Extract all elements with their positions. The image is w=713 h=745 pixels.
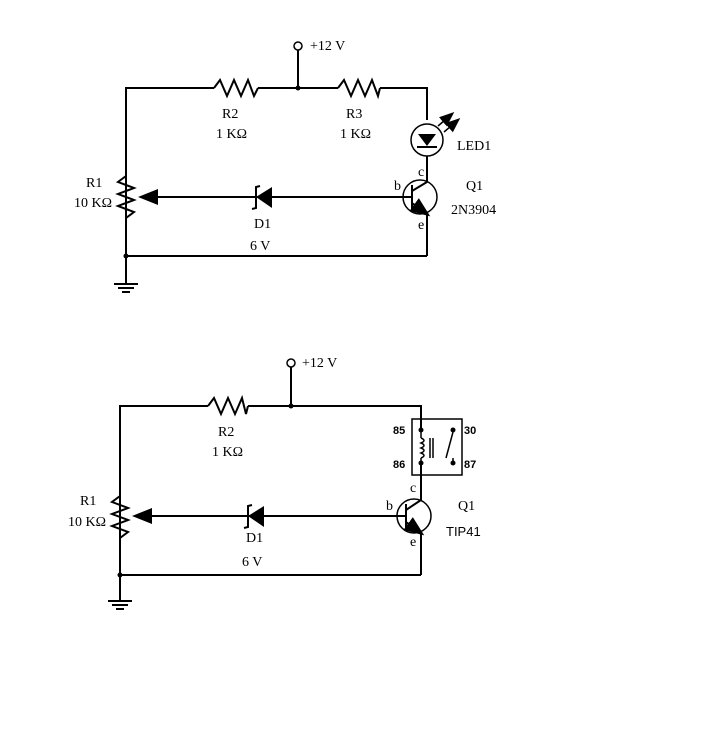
top-q1-name: Q1 xyxy=(466,179,483,194)
top-r2-value: 1 KΩ xyxy=(216,127,247,142)
top-rail-wires xyxy=(125,87,428,256)
top-r1-value: 10 KΩ xyxy=(74,196,112,211)
relay-pin-30: 30 xyxy=(464,425,476,437)
top-q1-pin-c: c xyxy=(418,165,424,180)
bottom-q1-pin-b: b xyxy=(386,499,393,514)
bottom-r2-name: R2 xyxy=(218,425,234,440)
top-transistor-q1: b c e Q1 2N3904 xyxy=(390,165,496,256)
bottom-relay: 85 86 30 87 xyxy=(393,418,476,500)
top-r2-name: R2 xyxy=(222,107,238,122)
bottom-ground-icon xyxy=(108,600,132,610)
top-supply-label: +12 V xyxy=(310,39,345,54)
bottom-potentiometer-r1: R1 10 KΩ xyxy=(68,494,131,539)
top-d1-name: D1 xyxy=(254,217,271,232)
bottom-supply-label: +12 V xyxy=(302,356,337,371)
top-r3-value: 1 KΩ xyxy=(340,127,371,142)
top-r1-name: R1 xyxy=(86,176,102,191)
top-resistor-r3: R3 1 KΩ xyxy=(337,77,381,142)
bottom-q1-pin-e: e xyxy=(410,535,416,550)
top-zener-d1: D1 6 V xyxy=(250,185,272,254)
top-r3-name: R3 xyxy=(346,107,362,122)
bottom-transistor-q1: b c e Q1 TIP41 xyxy=(386,481,481,575)
bottom-d1-value: 6 V xyxy=(242,555,262,570)
relay-pin-86: 86 xyxy=(393,459,405,471)
relay-pin-85: 85 xyxy=(393,425,405,437)
bottom-q1-name: Q1 xyxy=(458,499,475,514)
bottom-resistor-r2: R2 1 KΩ xyxy=(207,394,249,460)
bottom-r2-value: 1 KΩ xyxy=(212,445,243,460)
circuit-bottom: +12 V R2 1 KΩ 85 86 xyxy=(68,356,481,610)
top-supply-terminal: +12 V xyxy=(293,39,345,91)
top-potentiometer-r1: R1 10 KΩ xyxy=(74,175,137,219)
bottom-q1-part: TIP41 xyxy=(446,524,481,539)
bottom-rail-wires xyxy=(119,405,422,575)
top-ground-rail xyxy=(123,218,427,283)
top-d1-value: 6 V xyxy=(250,239,270,254)
circuit-top: +12 V R2 1 KΩ R3 1 KΩ LED1 xyxy=(74,39,496,293)
top-q1-pin-b: b xyxy=(394,179,401,194)
top-q1-part: 2N3904 xyxy=(451,203,496,218)
bottom-q1-pin-c: c xyxy=(410,481,416,496)
relay-pin-87: 87 xyxy=(464,459,476,471)
top-q1-pin-e: e xyxy=(418,218,424,233)
top-led-name: LED1 xyxy=(457,139,491,154)
top-resistor-r2: R2 1 KΩ xyxy=(213,77,259,142)
bottom-ground-rail xyxy=(117,538,421,600)
bottom-zener-d1: D1 6 V xyxy=(242,504,264,570)
bottom-r1-name: R1 xyxy=(80,494,96,509)
bottom-supply-terminal: +12 V xyxy=(286,356,337,409)
bottom-d1-name: D1 xyxy=(246,531,263,546)
top-led: LED1 xyxy=(410,112,491,182)
bottom-r1-value: 10 KΩ xyxy=(68,515,106,530)
top-ground-icon xyxy=(114,283,138,293)
